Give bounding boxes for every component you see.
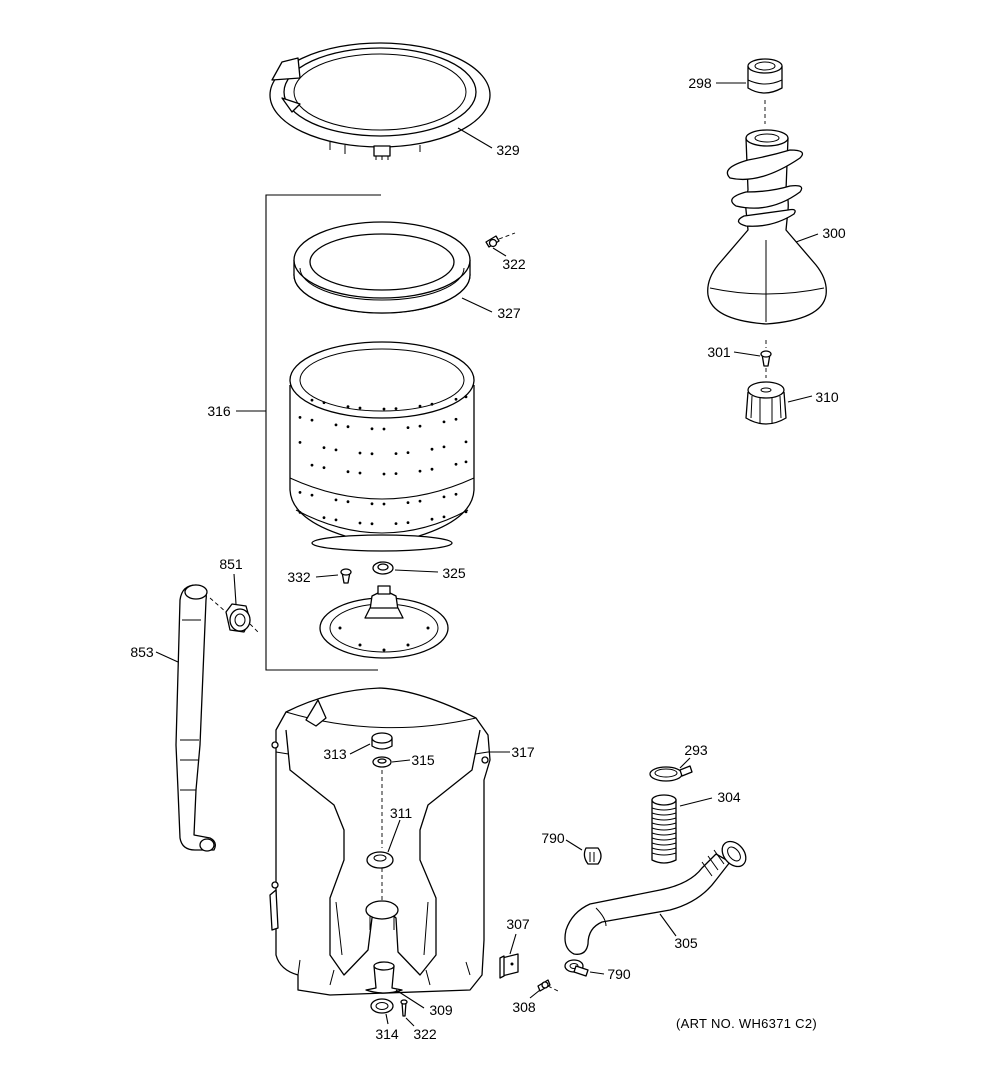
seal-311[interactable]: [366, 851, 394, 869]
callout-316: 316: [207, 403, 231, 419]
leader-300: [795, 233, 819, 243]
leader-307: [509, 933, 517, 955]
callout-322-upper: 322: [502, 256, 526, 272]
callout-293: 293: [684, 742, 708, 758]
leader-327: [461, 297, 493, 313]
callout-315: 315: [411, 752, 435, 768]
leader-311: [387, 819, 401, 853]
callout-329: 329: [496, 142, 520, 158]
callout-305: 305: [674, 935, 698, 951]
hub-plate[interactable]: [319, 585, 449, 659]
agitator-300[interactable]: [707, 129, 827, 325]
washer-314[interactable]: [370, 998, 394, 1014]
callout-304: 304: [717, 789, 741, 805]
callout-327: 327: [497, 305, 521, 321]
clip-790-upper[interactable]: [583, 847, 602, 865]
leader-313: [349, 743, 371, 755]
callout-298: 298: [688, 75, 712, 91]
agitator-base-310[interactable]: [745, 381, 787, 425]
callout-851: 851: [219, 556, 243, 572]
bracket-307[interactable]: [499, 953, 519, 979]
callout-301: 301: [707, 344, 731, 360]
washer-315[interactable]: [372, 756, 392, 768]
callout-313: 313: [323, 746, 347, 762]
callout-325: 325: [442, 565, 466, 581]
leader-293: [679, 757, 691, 769]
screw-322-upper[interactable]: [485, 235, 500, 248]
leader-305: [659, 913, 677, 937]
bolt-301[interactable]: [760, 350, 772, 367]
tub-cover-329[interactable]: [269, 42, 491, 160]
leader-851: [233, 573, 237, 605]
axis-322-upper: [498, 232, 516, 240]
callout-317: 317: [511, 744, 535, 760]
leader-332: [315, 574, 339, 578]
nut-313[interactable]: [371, 732, 393, 750]
leader-325: [394, 569, 439, 573]
hose-clamp-293[interactable]: [649, 765, 693, 782]
axis-851: [209, 597, 259, 633]
leader-329: [457, 127, 493, 149]
callout-314: 314: [375, 1026, 399, 1042]
callout-322-lower: 322: [413, 1026, 437, 1042]
leader-304: [679, 797, 713, 807]
callout-790-upper: 790: [541, 830, 565, 846]
callout-300: 300: [822, 225, 846, 241]
axis-308: [547, 985, 561, 993]
clip-790-lower[interactable]: [564, 959, 589, 977]
callout-309: 309: [429, 1002, 453, 1018]
leader-301: [733, 351, 761, 357]
leader-790-upper: [565, 839, 583, 851]
drain-hose-305[interactable]: [564, 837, 751, 955]
bracket-316: [265, 194, 381, 671]
leader-315: [391, 759, 411, 763]
leader-853: [155, 651, 179, 663]
agitator-cap-298[interactable]: [747, 58, 783, 94]
balance-ring-327[interactable]: [293, 221, 471, 314]
leader-308: [529, 989, 541, 999]
art-number: (ART NO. WH6371 C2): [676, 1016, 818, 1031]
screw-322-lower[interactable]: [400, 999, 408, 1017]
drain-boot-309[interactable]: [365, 961, 403, 994]
leader-322-lower: [405, 1017, 415, 1027]
spin-basket[interactable]: [289, 341, 475, 552]
leader-322-upper: [492, 247, 507, 257]
callout-308: 308: [512, 999, 536, 1015]
pump-cap-851[interactable]: [225, 603, 251, 633]
leader-309: [395, 989, 425, 1009]
leader-310: [787, 395, 813, 403]
washer-325[interactable]: [372, 561, 394, 575]
callout-307: 307: [506, 916, 530, 932]
tub-hub[interactable]: [365, 900, 399, 930]
callout-310: 310: [815, 389, 839, 405]
leader-314: [385, 1013, 389, 1025]
screw-332[interactable]: [340, 568, 352, 584]
standpipe-853[interactable]: [175, 584, 216, 852]
leader-790-lower: [589, 971, 605, 975]
callout-332: 332: [287, 569, 311, 585]
corrugated-hose-304[interactable]: [651, 794, 677, 864]
callout-790-lower: 790: [607, 966, 631, 982]
callout-311: 311: [390, 805, 413, 821]
screw-308[interactable]: [537, 979, 551, 992]
callout-853: 853: [130, 644, 154, 660]
